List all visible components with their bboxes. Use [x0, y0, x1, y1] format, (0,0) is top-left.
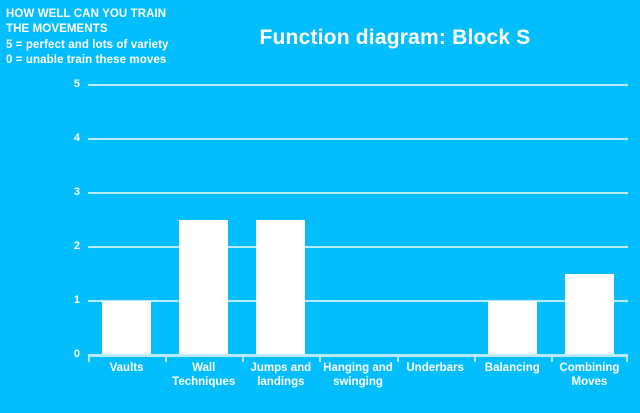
y-tick-label-4: 4	[73, 132, 80, 144]
y-tick-label-5: 5	[73, 78, 80, 90]
x-axis-tick	[396, 357, 399, 362]
note-line-4: 0 = unable train these moves	[6, 54, 167, 67]
gridline-4	[88, 138, 628, 140]
x-axis-category-label: Balancing	[484, 362, 540, 374]
gridline-5	[88, 84, 628, 86]
x-axis-tick	[626, 357, 628, 362]
x-axis-labels: Vaults Wall Techniques Jumps and landings H…	[88, 361, 628, 407]
gridline-2	[88, 246, 628, 248]
y-tick-label-2: 2	[73, 240, 80, 252]
plot-area	[88, 84, 628, 356]
x-axis-tick	[242, 357, 245, 362]
bar	[487, 301, 537, 355]
x-axis-tick	[550, 357, 553, 362]
bar	[564, 274, 614, 355]
scale-legend-note: HOW WELL CAN YOU TRAIN THE MOVEMENTS 5 =…	[6, 7, 236, 69]
y-tick-label-3: 3	[73, 186, 80, 198]
note-line-1: HOW WELL CAN YOU TRAIN	[6, 8, 167, 20]
chart-title: Function diagram: Block S	[259, 26, 531, 49]
x-axis-tick	[319, 357, 322, 362]
y-tick-label-1: 1	[73, 294, 80, 306]
x-axis-tick	[88, 357, 90, 362]
note-line-3: 5 = perfect and lots of variety	[6, 38, 169, 51]
x-axis-category-label: Hanging and swinging	[323, 362, 393, 389]
bar	[102, 301, 152, 355]
gridline-3	[88, 192, 628, 194]
x-axis-tick	[165, 357, 168, 362]
x-axis-category-label: Vaults	[109, 362, 144, 374]
x-axis-category-label: Jumps and landings	[250, 362, 312, 389]
x-axis-tick	[473, 357, 476, 362]
x-axis-category-label: Underbars	[406, 362, 464, 374]
x-axis-category-label: Wall Techniques	[172, 362, 236, 389]
y-tick-label-0: 0	[73, 348, 80, 360]
note-line-2: THE MOVEMENTS	[6, 23, 108, 36]
x-axis-category-label: Combining Moves	[559, 362, 620, 389]
bar	[179, 220, 229, 355]
x-axis-line	[88, 354, 628, 357]
gridline-1	[88, 300, 628, 302]
bar	[256, 220, 306, 355]
